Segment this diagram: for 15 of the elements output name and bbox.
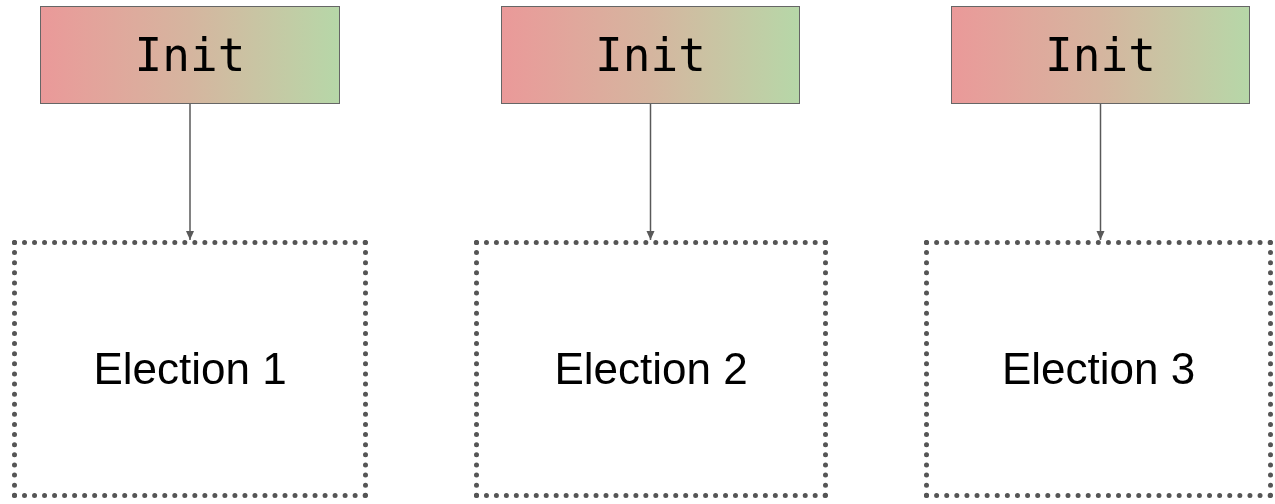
box-label: Init (595, 32, 706, 78)
process-box (40, 6, 340, 104)
box-label: Election 3 (1001, 347, 1196, 391)
box-label: Init (1045, 32, 1156, 78)
box-label: Election 1 (93, 347, 287, 391)
box-label: Init (134, 32, 246, 78)
arrow (1096, 103, 1105, 241)
box-label: Election 2 (554, 347, 748, 391)
arrow (186, 103, 194, 241)
group-box (474, 240, 828, 498)
process-box (951, 6, 1250, 104)
process-box (501, 6, 800, 104)
group-box (12, 240, 368, 498)
group-box (924, 240, 1273, 498)
arrow (646, 103, 655, 241)
